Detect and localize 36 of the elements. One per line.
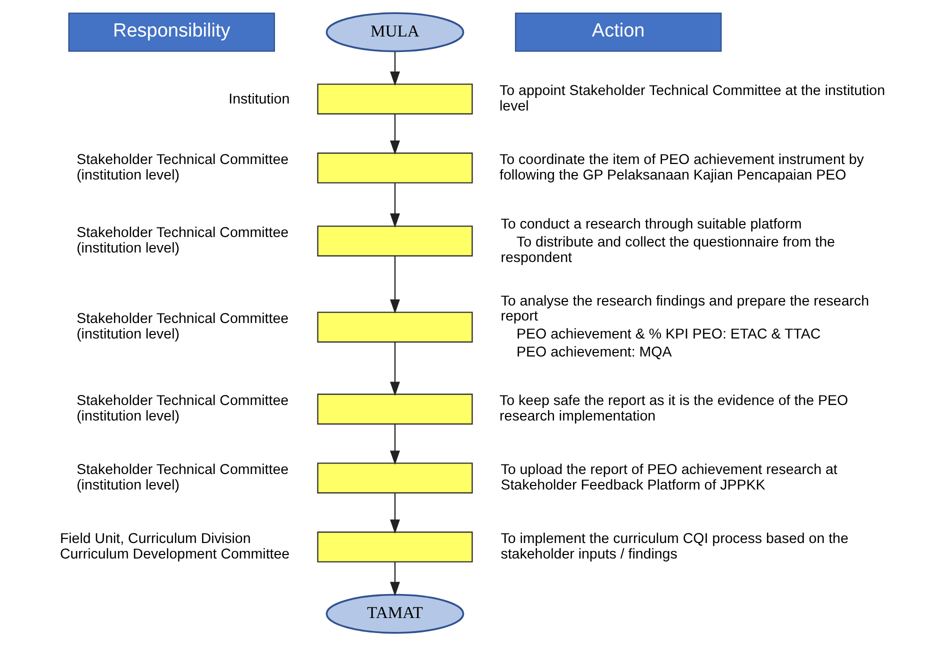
- label: To appoint Stakeholder Technical Committee at the institution level: [499, 83, 885, 114]
- label: To implement the curriculum CQI process based on the stakeholder inputs / findings: [500, 530, 848, 562]
- node-ellipse: TAMAT: [325, 594, 464, 634]
- node-ellipse: MULA: [325, 12, 464, 52]
- arrow: [389, 256, 400, 314]
- node-box: [316, 394, 472, 425]
- node-box: [316, 152, 472, 184]
- node-box: [316, 84, 472, 114]
- label: To coordinate the item of PEO achievement instrument by following the GP Pelaksanaan Kajian Pencapaian PEO: [499, 152, 864, 184]
- arrow: [389, 424, 400, 465]
- label: Institution: [228, 91, 290, 108]
- label: Stakeholder Technical Committee (institution level): [76, 224, 288, 256]
- node-box: Responsibility: [68, 12, 274, 52]
- arrow: [389, 183, 400, 228]
- arrow: [389, 114, 400, 155]
- node-box: [316, 532, 472, 562]
- node-box: [316, 462, 472, 494]
- label: Stakeholder Technical Committee (institution level): [76, 311, 288, 343]
- arrow: [389, 342, 400, 396]
- node-box: [316, 312, 472, 343]
- label: To conduct a research through suitable platform: [500, 216, 802, 233]
- arrow: [389, 562, 400, 596]
- label: Stakeholder Technical Committee (institution level): [76, 393, 288, 425]
- node-box: [316, 226, 472, 256]
- node-box: Action: [514, 12, 722, 52]
- label: PEO achievement: MQA: [516, 344, 672, 360]
- label: To keep safe the report as it is the evidence of the PEO research implementation: [499, 393, 848, 425]
- label: Stakeholder Technical Committee (institution level): [76, 152, 288, 184]
- arrow: [389, 493, 400, 534]
- label: Stakeholder Technical Committee (institution level): [76, 462, 288, 494]
- label: PEO achievement & % KPI PEO: ETAC & TTAC: [516, 326, 820, 343]
- label: To analyse the research findings and prepare the research report: [500, 293, 869, 325]
- label: To distribute and collect the questionnaire from the respondent: [500, 234, 834, 266]
- label: Field Unit, Curriculum Division Curriculum Development Committee: [59, 530, 290, 562]
- arrow: [389, 52, 400, 86]
- label: To upload the report of PEO achievement research at Stakeholder Feedback Platform of JPPKK: [500, 462, 837, 494]
